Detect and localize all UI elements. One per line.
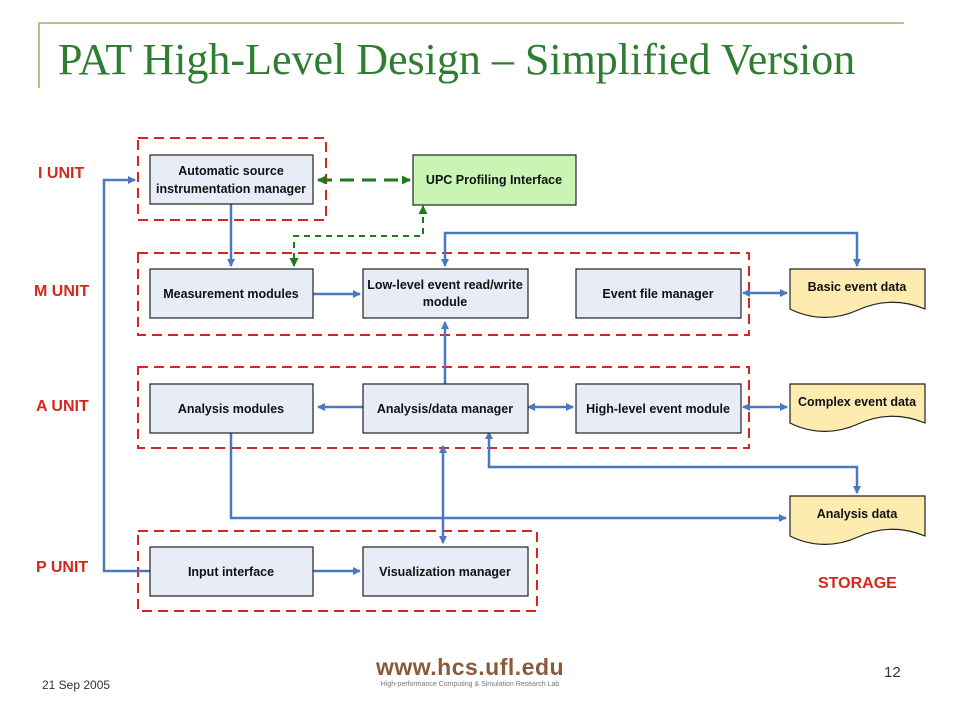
analysis-data-label: Analysis data — [817, 507, 899, 521]
adm-analysis-data-link — [485, 431, 861, 494]
analysis-data-shape — [789, 495, 926, 545]
i-unit-label: I UNIT — [38, 165, 84, 182]
analysis-modules-to-data-arrow — [229, 433, 787, 522]
basic-event-data-label: Basic event data — [808, 280, 908, 294]
upc-label: UPC Profiling Interface — [426, 173, 562, 187]
m-unit-group — [137, 252, 750, 336]
page-number: 12 — [884, 664, 901, 681]
eventfile-box — [575, 268, 742, 319]
lab-logo[interactable]: www.hcs.ufl.edu High-performance Computi… — [360, 654, 580, 689]
visualization-box — [362, 546, 529, 597]
complex-event-data-shape — [789, 383, 926, 432]
input-to-asim-arrow — [102, 176, 150, 573]
measurement-label: Measurement modules — [163, 287, 299, 301]
basic-event-data-shape — [789, 268, 926, 318]
title-rule-top — [38, 22, 904, 24]
p-unit-label: P UNIT — [36, 559, 88, 576]
adm-label: Analysis/data manager — [377, 402, 513, 416]
visualization-label: Visualization manager — [379, 565, 511, 579]
lowlevel-box — [362, 268, 529, 319]
lowlevel-label-line1: Low-level event read/write — [367, 278, 523, 292]
input-label: Input interface — [188, 565, 274, 579]
title-rule-left — [38, 22, 40, 88]
lab-url[interactable]: www.hcs.ufl.edu — [375, 654, 565, 680]
highlevel-box — [575, 383, 742, 434]
asim-label-line2: instrumentation manager — [156, 182, 306, 196]
measurement-box — [149, 268, 314, 319]
input-box — [149, 546, 314, 597]
eventfile-label: Event file manager — [602, 287, 713, 301]
analysis-modules-label: Analysis modules — [178, 402, 284, 416]
storage-label: STORAGE — [818, 575, 897, 592]
upc-measurement-link — [289, 205, 428, 267]
adm-box — [362, 383, 529, 434]
complex-event-data-label: Complex event data — [798, 395, 917, 409]
lowlevel-basic-data-link — [441, 231, 861, 267]
highlevel-label: High-level event module — [586, 402, 730, 416]
m-unit-label: M UNIT — [34, 283, 89, 300]
asim-box — [149, 154, 314, 205]
upc-box — [412, 154, 577, 206]
asim-label-line1: Automatic source — [178, 164, 284, 178]
a-unit-label: A UNIT — [36, 398, 89, 415]
analysis-modules-box — [149, 383, 314, 434]
lowlevel-label-line2: module — [423, 295, 467, 309]
slide-date: 21 Sep 2005 — [42, 678, 111, 692]
slide-title: PAT High-Level Design – Simplified Versi… — [58, 35, 856, 84]
lab-subtitle: High-performance Computing & Simulation … — [380, 681, 560, 688]
